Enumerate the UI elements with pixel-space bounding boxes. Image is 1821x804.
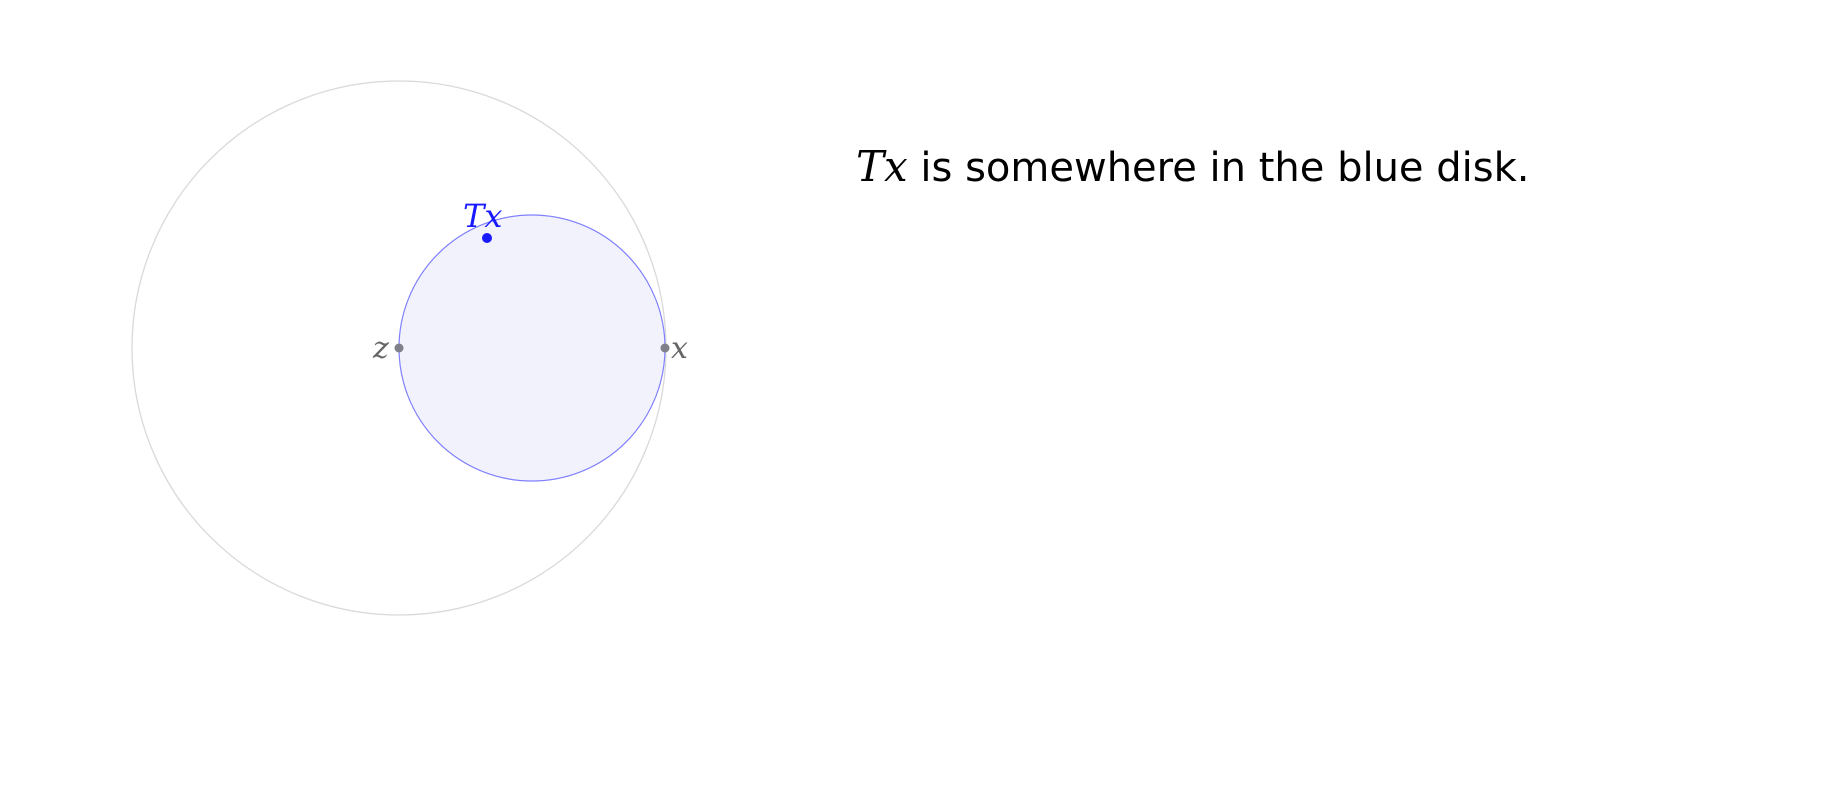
- blue-disk: [398, 214, 666, 482]
- label-z: z: [372, 331, 389, 366]
- point-x: [660, 343, 670, 353]
- caption-text: is somewhere in the blue disk.: [907, 145, 1530, 191]
- point-tx: [482, 233, 492, 243]
- point-z: [394, 343, 404, 353]
- caption: Tx is somewhere in the blue disk.: [856, 142, 1529, 191]
- label-x: x: [671, 331, 688, 366]
- caption-math: Tx: [856, 142, 908, 191]
- label-tx: Tx: [463, 197, 502, 235]
